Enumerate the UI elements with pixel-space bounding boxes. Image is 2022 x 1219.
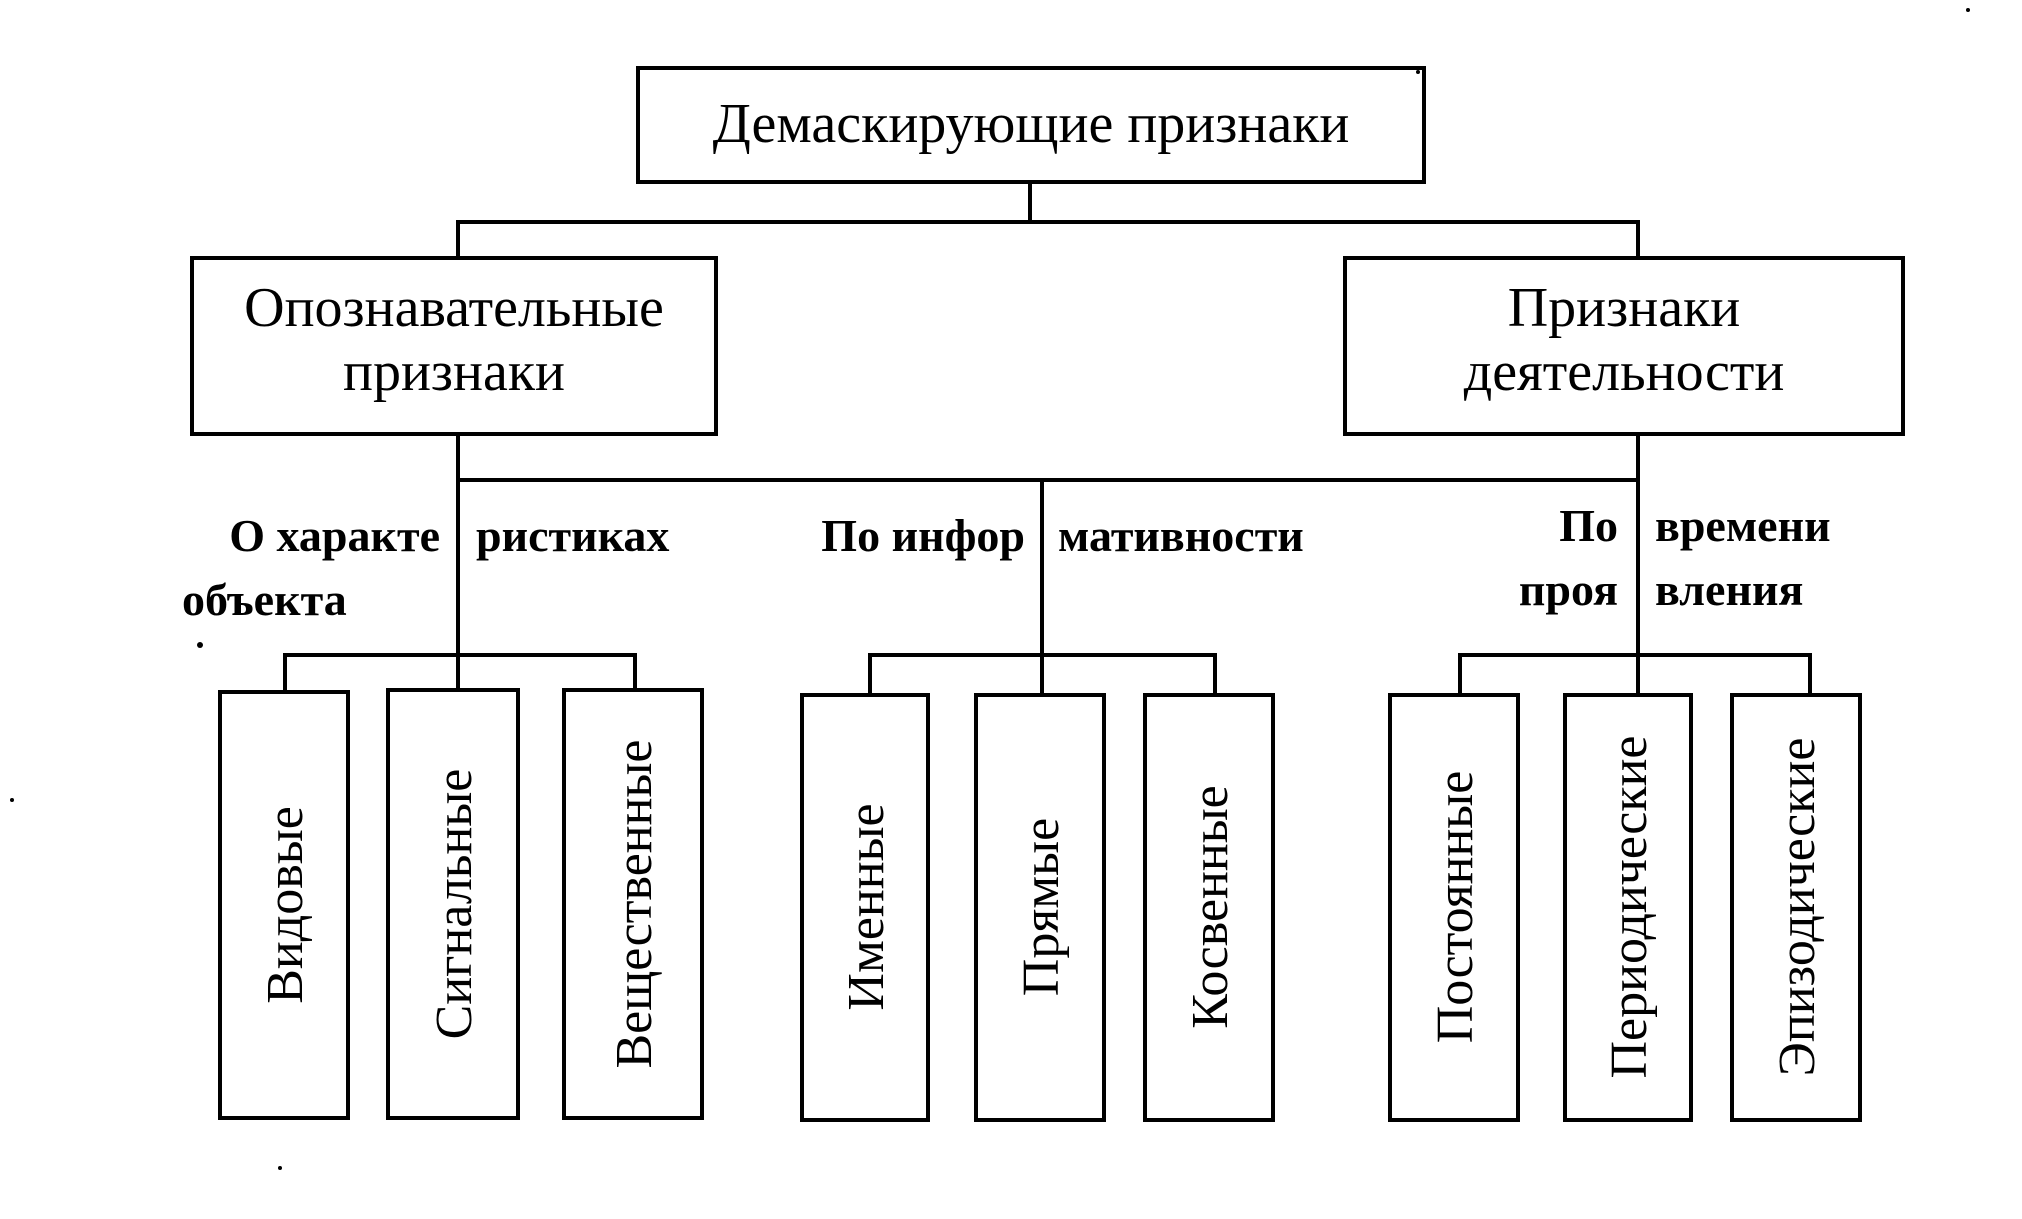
leaf-label: Именные	[838, 803, 895, 1010]
group-label-left: О характе	[229, 510, 440, 561]
speck	[1416, 70, 1420, 74]
category-node-identification: Опознавательные признаки	[190, 256, 718, 436]
speck	[278, 1166, 282, 1170]
leaf-label: Сигнальные	[426, 769, 483, 1040]
leaf-node: Сигнальные	[386, 688, 520, 1120]
leaf-node: Именные	[800, 693, 930, 1122]
group-label-line2-left: проя	[1519, 564, 1618, 615]
leaf-node: Косвенные	[1143, 693, 1275, 1122]
root-label: Демаскирующие признаки	[713, 93, 1350, 155]
group-label-right: ристиках	[476, 510, 669, 561]
connectors	[283, 180, 1812, 697]
leaf-node: Вещественные	[562, 688, 704, 1120]
leaf-label: Постоянные	[1427, 771, 1484, 1044]
leaf-label: Прямые	[1013, 818, 1070, 996]
group-label-line2-right: вления	[1655, 564, 1803, 615]
group-label-characteristics: О характе ристиках объекта	[182, 510, 669, 625]
category-label-line2: деятельности	[1464, 341, 1785, 403]
speck	[10, 798, 14, 802]
category-label-line2: признаки	[343, 341, 565, 403]
leaf-label: Косвенные	[1182, 785, 1239, 1028]
leaf-node: Периодические	[1563, 693, 1693, 1122]
leaf-label: Эпизодические	[1769, 738, 1826, 1077]
leaf-node: Постоянные	[1388, 693, 1520, 1122]
group-label-line2: объекта	[182, 574, 347, 625]
group-label-right: времени	[1655, 500, 1831, 551]
group-label-left: По	[1559, 500, 1618, 551]
category-label-line1: Опознавательные	[244, 277, 664, 339]
leaf-node: Видовые	[218, 690, 350, 1120]
group-label-time: По времени проя вления	[1519, 500, 1831, 615]
leaf-label: Видовые	[257, 806, 314, 1004]
scan-specks	[10, 8, 1970, 1170]
category-label-line1: Признаки	[1508, 277, 1741, 339]
group-label-right: мативности	[1058, 510, 1304, 561]
leaf-node: Прямые	[974, 693, 1106, 1122]
leaf-node: Эпизодические	[1730, 693, 1862, 1122]
category-node-activity: Признаки деятельности	[1343, 256, 1905, 436]
root-node: Демаскирующие признаки	[636, 66, 1426, 184]
group-label-informativeness: По инфор мативности	[821, 510, 1304, 561]
leaf-label: Периодические	[1601, 735, 1658, 1078]
speck	[1966, 8, 1970, 12]
group-label-left: По инфор	[821, 510, 1025, 561]
leaf-label: Вещественные	[606, 740, 663, 1069]
speck	[197, 642, 203, 648]
